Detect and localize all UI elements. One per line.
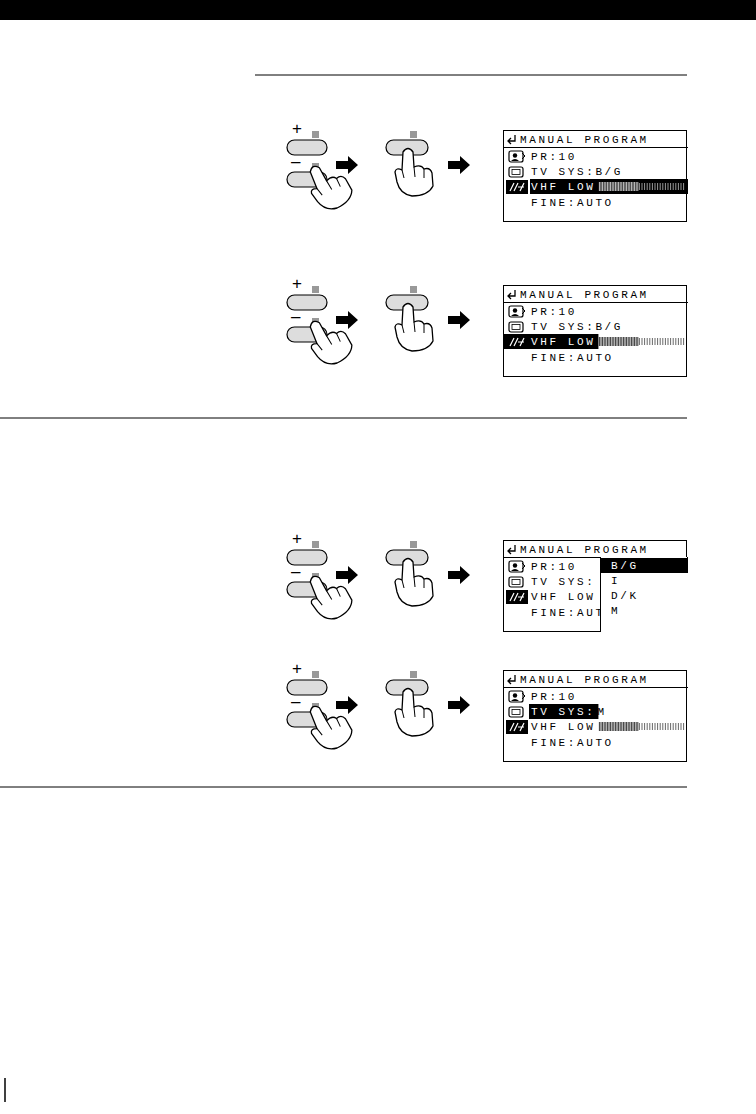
system-option: B/G (611, 559, 639, 573)
flow-arrow (448, 311, 470, 329)
button-mark (410, 671, 417, 678)
plus-label: + (292, 120, 302, 137)
rule (0, 787, 687, 788)
minus-label: – (291, 563, 300, 580)
button-mark (312, 286, 319, 293)
menu-item: FINE:AUTO (531, 736, 614, 750)
flow-arrow (448, 696, 470, 714)
flow-arrow (336, 156, 358, 174)
button-mark (410, 131, 417, 138)
pressing-hand (395, 689, 433, 737)
pressing-hand (395, 559, 433, 607)
flow-arrow (448, 156, 470, 174)
pressing-hand (395, 304, 433, 352)
menu-title: MANUAL PROGRAM (520, 543, 649, 557)
menu-item: PR:10 (531, 690, 577, 704)
menu-item: M (597, 705, 606, 719)
plus-label: + (292, 530, 302, 547)
menu-item: TV SYS:B/G (531, 165, 623, 179)
menu-item: TV SYS: (531, 575, 595, 589)
button-mark (312, 671, 319, 678)
menu-item: FINE:AUTO (531, 351, 614, 365)
menu-item: VHF LOW (531, 590, 595, 604)
minus-label: – (291, 308, 300, 325)
menu-item: VHF LOW (531, 180, 595, 194)
menu-item: PR:10 (531, 305, 577, 319)
menu-item: TV SYS: (531, 705, 595, 719)
header-bar (0, 0, 756, 20)
menu-item: VHF LOW (531, 720, 595, 734)
minus-label: – (291, 153, 300, 170)
pressing-hand (395, 149, 433, 197)
menu-screen: MANUAL PROGRAM PR:10TV SYS:B/GVHF LOW FINE… (503, 130, 687, 222)
button-mark (410, 286, 417, 293)
menu-item: FINE:AUTO (531, 196, 614, 210)
system-option: D/K (611, 589, 639, 603)
flow-arrow (336, 566, 358, 584)
flow-arrow (448, 566, 470, 584)
menu-item: VHF LOW (531, 335, 595, 349)
button-mark (312, 541, 319, 548)
menu-screen: MANUAL PROGRAMPR:10TV SYS:VHF LOWFINE:AU… (503, 540, 687, 632)
minus-label: – (291, 693, 300, 710)
flow-arrow (336, 696, 358, 714)
plus-label: + (292, 275, 302, 292)
menu-item: TV SYS:B/G (531, 320, 623, 334)
system-option: M (611, 604, 620, 618)
menu-title: MANUAL PROGRAM (520, 673, 649, 687)
system-popup: B/GID/KM (600, 557, 687, 632)
menu-screen: MANUAL PROGRAM PR:10TV SYS:B/GVHF LOW FINE… (503, 285, 687, 377)
page-mark (4, 1078, 6, 1102)
button-mark (410, 541, 417, 548)
menu-title: MANUAL PROGRAM (520, 133, 649, 147)
plus-label: + (292, 660, 302, 677)
menu-item: PR:10 (531, 150, 577, 164)
flow-arrow (336, 311, 358, 329)
rule (255, 75, 687, 76)
button-mark (312, 131, 319, 138)
menu-screen: MANUAL PROGRAM PR:10TV SYS:MVHF LOW FINE:A… (503, 670, 687, 762)
rule (0, 418, 687, 419)
menu-item: PR:10 (531, 560, 577, 574)
system-option: I (611, 574, 620, 588)
menu-title: MANUAL PROGRAM (520, 288, 649, 302)
